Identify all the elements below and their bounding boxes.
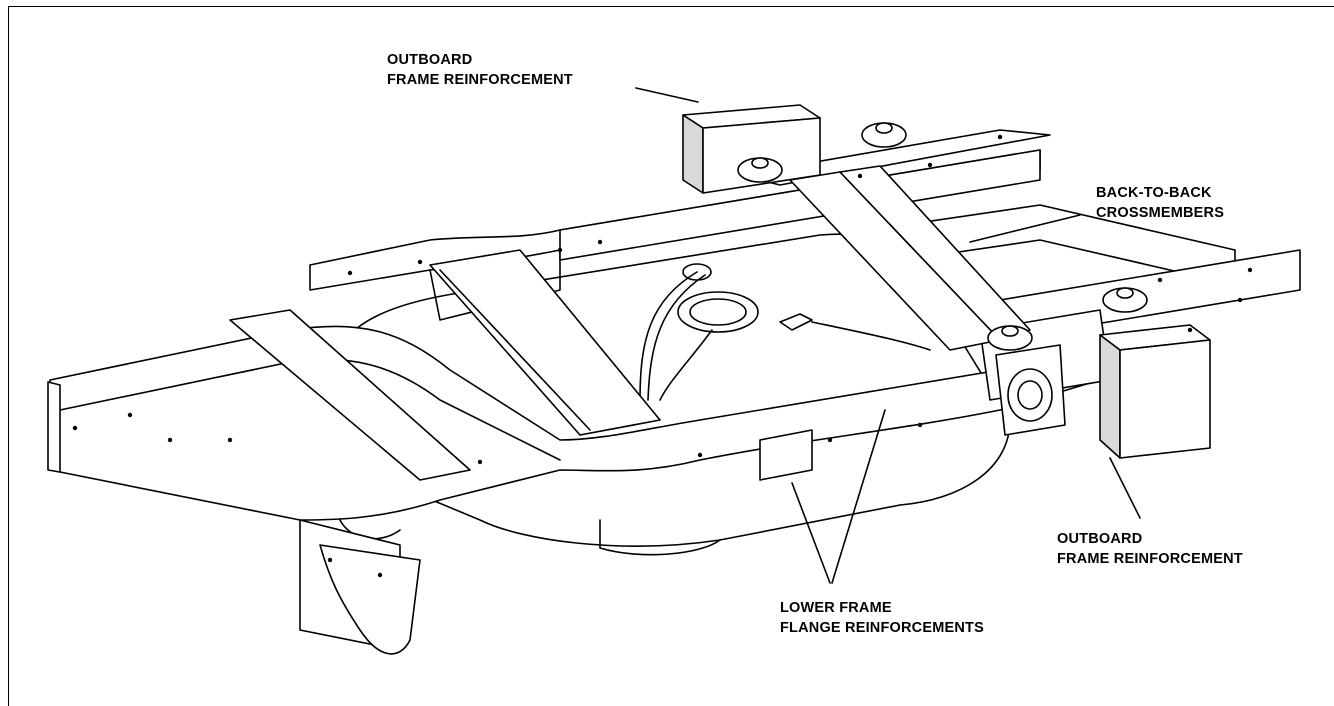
body-mount-4: [1102, 287, 1148, 313]
body-mount-2: [861, 122, 907, 148]
label-back-to-back-crossmembers: BACK-TO-BACK CROSSMEMBERS: [1096, 183, 1224, 223]
label-line: OUTBOARD: [387, 52, 473, 68]
label-line: BACK-TO-BACK: [1096, 185, 1212, 201]
back-to-back-crossmembers: [789, 165, 1031, 351]
leader-outboard-top: [635, 87, 699, 103]
figure-border: [8, 6, 1334, 706]
label-line: LOWER FRAME: [780, 600, 892, 616]
leader-lower-flange-1: [791, 482, 831, 584]
label-lower-frame-flange-reinforcements: LOWER FRAME FLANGE REINFORCEMENTS: [780, 598, 984, 638]
label-line: FRAME REINFORCEMENT: [1057, 551, 1243, 567]
body-mount-3: [987, 325, 1033, 351]
leader-lower-flange-2: [831, 409, 886, 584]
label-outboard-frame-reinforcement-top: OUTBOARD FRAME REINFORCEMENT: [387, 50, 573, 90]
crossmember-1: [429, 249, 661, 436]
crossmember-2: [229, 309, 471, 481]
label-line: OUTBOARD: [1057, 531, 1143, 547]
body-mount-1: [737, 157, 783, 183]
outboard-reinforcement-top: [682, 104, 821, 194]
leader-back-to-back: [969, 214, 1081, 243]
label-outboard-frame-reinforcement-right: OUTBOARD FRAME REINFORCEMENT: [1057, 529, 1243, 569]
frame-holes: [72, 134, 1253, 578]
leader-outboard-right: [1109, 457, 1141, 519]
label-line: FRAME REINFORCEMENT: [387, 72, 573, 88]
axle-differential: [995, 344, 1066, 436]
label-line: FLANGE REINFORCEMENTS: [780, 620, 984, 636]
leader-lines: [635, 87, 1141, 584]
label-line: CROSSMEMBERS: [1096, 205, 1225, 221]
outboard-reinforcement-right: [1099, 324, 1211, 459]
lower-flange-bracket: [759, 429, 813, 481]
